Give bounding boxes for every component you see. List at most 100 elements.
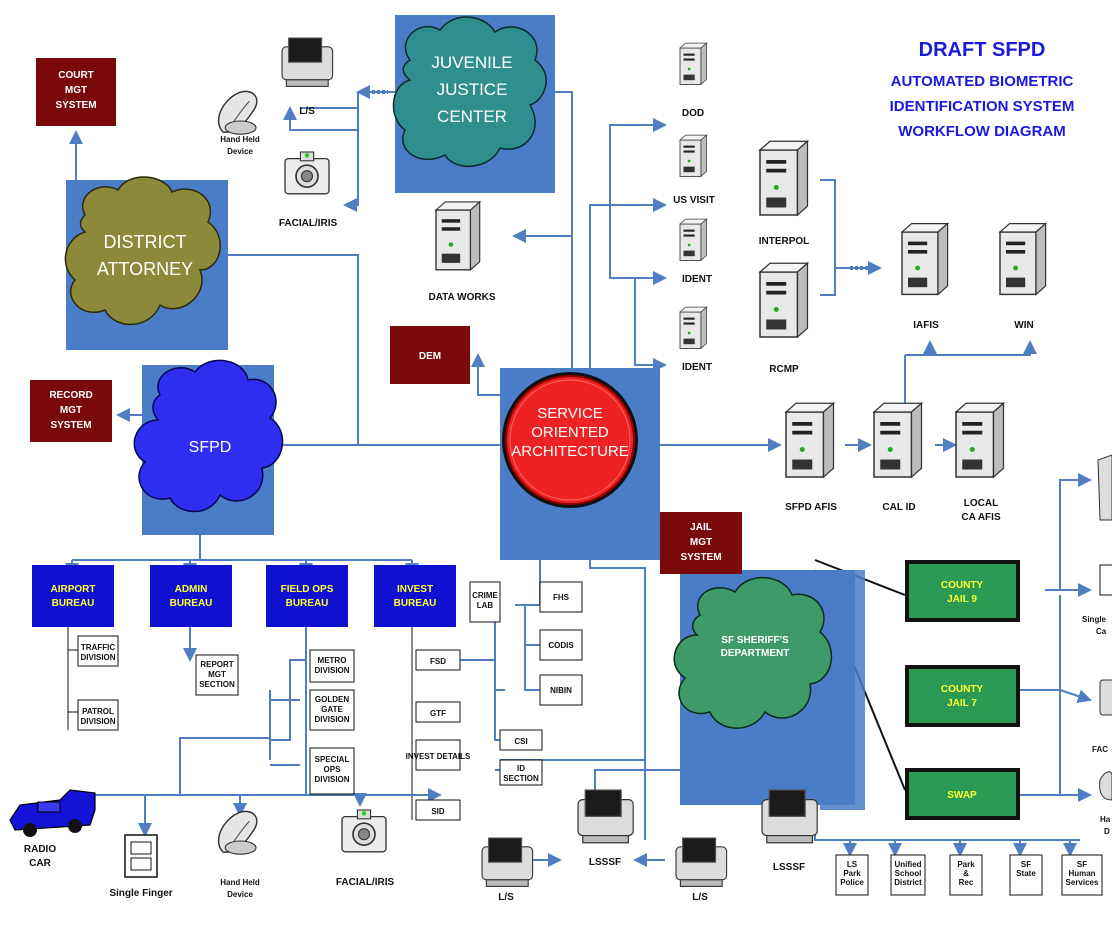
ident2-label: IDENT: [682, 362, 712, 373]
handheld-bottom-label-2: Device: [227, 890, 253, 899]
handheld-bottom-label-1: Hand Held: [220, 878, 260, 887]
court-mgt-box[interactable]: [36, 58, 116, 126]
traffic-label-1: TRAFFIC: [81, 643, 115, 652]
radio-car-label-1: RADIO: [24, 844, 56, 855]
ident2-server-icon[interactable]: [679, 306, 708, 349]
handheld-clip-label-2: D: [1104, 827, 1110, 836]
ls-top-device-icon[interactable]: [281, 37, 334, 87]
ident1-server-icon[interactable]: [679, 218, 708, 261]
agency-box-3[interactable]: [949, 854, 983, 896]
fhs-box[interactable]: [539, 581, 583, 613]
admin-label-2: BUREAU: [170, 598, 213, 609]
lsssf-right-label: LSSSF: [773, 862, 805, 873]
invest-bureau-box[interactable]: [374, 565, 456, 627]
traffic-division-box[interactable]: [77, 635, 119, 667]
patrol-label-2: DIVISION: [80, 717, 115, 726]
nibin-box[interactable]: [539, 674, 583, 706]
id-section-box[interactable]: [499, 759, 543, 786]
jail-mgt-box[interactable]: [660, 512, 742, 574]
codis-label: CODIS: [548, 641, 574, 650]
handheld-clip-label-1: Ha: [1100, 815, 1111, 824]
patrol-division-box[interactable]: [77, 699, 119, 731]
radio-car-icon[interactable]: [9, 789, 96, 837]
csi-box[interactable]: [499, 729, 543, 751]
ls-top-label: L/S: [299, 106, 315, 117]
single-card-label-1: Single: [1082, 615, 1107, 624]
csi-label: CSI: [514, 737, 527, 746]
ls-bottom-right-icon[interactable]: [675, 837, 728, 887]
rcmp-label: RCMP: [769, 364, 799, 375]
fieldops-label-2: BUREAU: [286, 598, 329, 609]
airport-label-2: BUREAU: [52, 598, 95, 609]
iafis-server-icon[interactable]: [901, 222, 949, 296]
agency-box-4[interactable]: [1009, 854, 1043, 896]
golden-gate-box[interactable]: [309, 689, 355, 731]
sfpd-label: SFPD: [189, 439, 232, 456]
jail9-label-1: COUNTY: [941, 580, 984, 591]
handheld-top-icon[interactable]: [217, 90, 258, 135]
county-jail7-box[interactable]: [909, 669, 1016, 723]
gtf-label: GTF: [430, 709, 446, 718]
handheld-bottom-icon[interactable]: [217, 810, 258, 855]
swap-box[interactable]: [909, 772, 1016, 816]
agency-3-label-2: &: [963, 869, 969, 878]
sfpd-cloud[interactable]: [133, 359, 284, 513]
facial-top-label: FACIAL/IRIS: [279, 218, 338, 229]
lsssf-center-icon[interactable]: [577, 789, 634, 844]
cal-id-label: CAL ID: [882, 502, 915, 513]
win-server-icon[interactable]: [999, 222, 1047, 296]
jail-mgt-label-3: SYSTEM: [680, 552, 721, 563]
crime-lab-box[interactable]: [469, 581, 501, 623]
soa-circle[interactable]: [502, 372, 638, 508]
agency-5-label-1: SF: [1077, 860, 1087, 869]
cal-id-server-icon[interactable]: [873, 402, 923, 478]
single-finger-icon[interactable]: [124, 834, 158, 878]
ls-bottom-left-label: L/S: [498, 892, 514, 903]
gtf-box[interactable]: [415, 701, 461, 723]
usvisit-server-icon[interactable]: [679, 134, 708, 177]
invest-details-box[interactable]: [415, 739, 461, 771]
da-cloud[interactable]: [64, 176, 221, 326]
fsd-label: FSD: [430, 657, 446, 666]
agency-5-label-2: Human: [1068, 869, 1095, 878]
soa-label-1: SERVICE: [537, 405, 603, 422]
special-ops-box[interactable]: [309, 747, 355, 795]
airport-bureau-box[interactable]: [32, 565, 114, 627]
sheriff-cloud[interactable]: [673, 577, 833, 729]
juvenile-cloud[interactable]: [392, 16, 547, 168]
metro-division-box[interactable]: [309, 649, 355, 683]
agency-box-2[interactable]: [890, 854, 926, 896]
fsd-box[interactable]: [415, 649, 461, 671]
report-label-1: REPORT: [200, 660, 233, 669]
agency-box-1[interactable]: [835, 854, 869, 896]
handheld-top-label-2: Device: [227, 147, 253, 156]
report-label-3: SECTION: [199, 680, 235, 689]
record-mgt-box[interactable]: [30, 380, 112, 442]
codis-box[interactable]: [539, 629, 583, 661]
record-label-1: RECORD: [49, 390, 92, 401]
dem-box[interactable]: [390, 326, 470, 384]
sfpd-afis-server-icon[interactable]: [785, 402, 835, 478]
admin-bureau-box[interactable]: [150, 565, 232, 627]
sheriff-panel-extension: [820, 570, 865, 810]
ls-bottom-left-icon[interactable]: [481, 837, 534, 887]
interpol-label: INTERPOL: [759, 236, 810, 247]
dataworks-server-icon[interactable]: [435, 201, 481, 271]
report-mgt-box[interactable]: [195, 654, 239, 696]
interpol-server-icon[interactable]: [759, 140, 809, 216]
dod-server-icon[interactable]: [679, 42, 708, 85]
sid-box[interactable]: [415, 799, 461, 821]
local-caafis-label-1: LOCAL: [964, 498, 998, 509]
agency-3-label-1: Park: [957, 860, 975, 869]
rcmp-server-icon[interactable]: [759, 262, 809, 338]
facial-bottom-icon[interactable]: [341, 809, 387, 853]
local-caafis-server-icon[interactable]: [955, 402, 1005, 478]
county-jail9-box[interactable]: [909, 564, 1016, 618]
da-label-1: DISTRICT: [104, 232, 187, 252]
agency-4-label-2: State: [1016, 869, 1036, 878]
agency-box-5[interactable]: [1061, 854, 1103, 896]
facial-top-icon[interactable]: [284, 151, 330, 195]
patrol-label-1: PATROL: [82, 707, 114, 716]
fieldops-bureau-box[interactable]: [266, 565, 348, 627]
